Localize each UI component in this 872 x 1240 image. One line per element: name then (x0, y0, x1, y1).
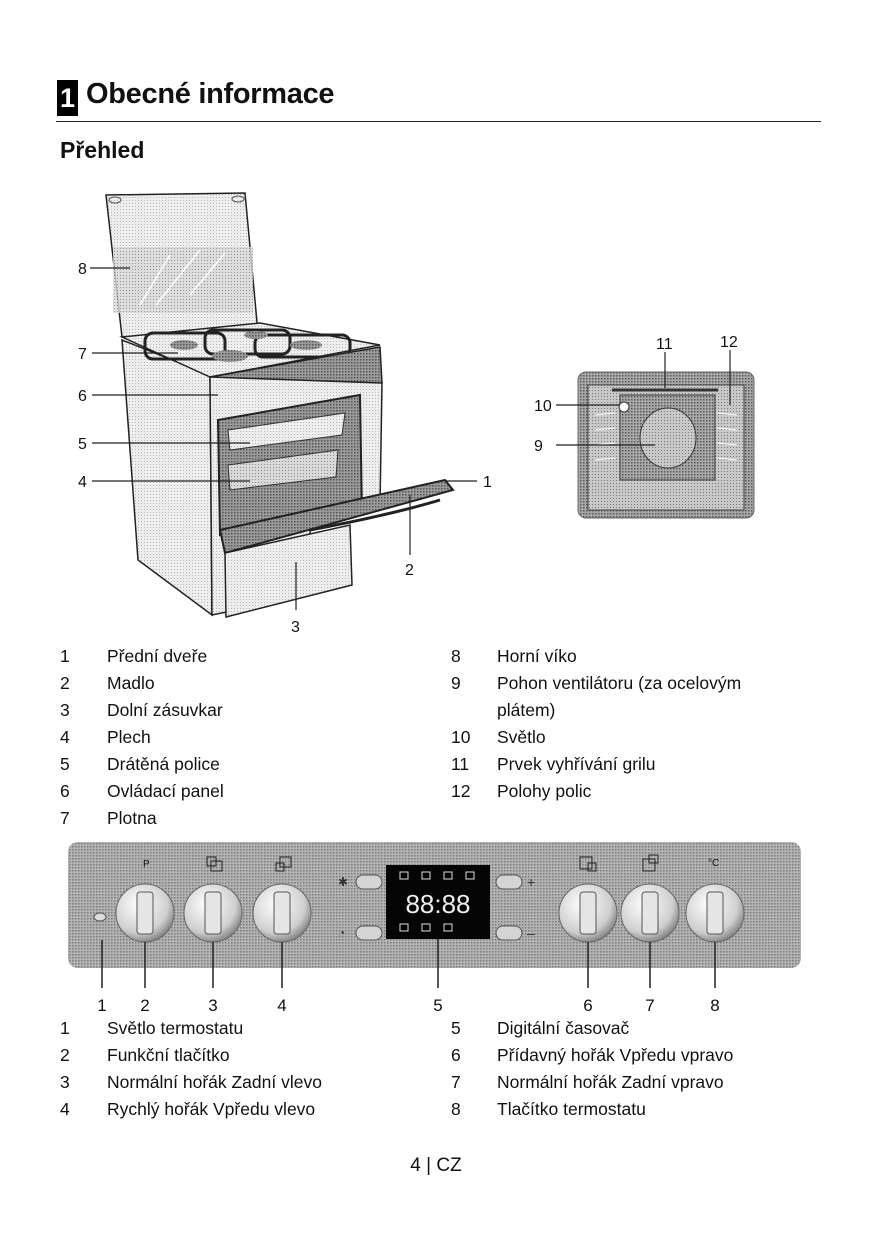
pan-supports (143, 328, 352, 361)
timer-plus-button[interactable] (495, 874, 523, 890)
display-mode-icons (399, 871, 475, 932)
thermostat-knob[interactable] (685, 883, 745, 943)
timer-mode-button[interactable] (355, 874, 383, 890)
rear-right-burner-icon (642, 854, 659, 872)
callout-12: 12 (720, 334, 738, 351)
section-title: Přehled (60, 137, 145, 163)
baking-tray (227, 449, 339, 491)
burner-knob-rear-left[interactable] (183, 883, 243, 943)
panel-callout-7: 7 (645, 996, 654, 1015)
fan-cover (639, 407, 697, 469)
oven-light (618, 401, 630, 413)
callout-3: 3 (291, 619, 300, 635)
burner-knob-rear-right[interactable] (620, 883, 680, 943)
callout-2: 2 (405, 562, 414, 579)
timer-display (386, 865, 490, 939)
timer-minus-button[interactable] (495, 925, 523, 941)
callout-1: 1 (483, 474, 492, 491)
oven-interior-illustration: 10 9 11 12 (534, 334, 755, 519)
lid-glass (113, 247, 253, 313)
callout-4: 4 (78, 474, 87, 491)
panel-callout-5: 5 (433, 996, 442, 1015)
thermostat-symbol: °C (708, 858, 719, 869)
burners (170, 331, 322, 362)
callout-5: 5 (78, 436, 87, 453)
function-symbol: P (143, 859, 150, 870)
door-handle (309, 498, 441, 532)
chapter-title: Obecné informace (86, 78, 335, 110)
minus-label: – (527, 925, 535, 941)
panel-callout-8: 8 (710, 996, 719, 1015)
alarm-icon: ✱ (338, 875, 348, 889)
control-panel-illustration: P ✱ ◔ 88:88 + – (68, 842, 801, 1015)
heading-divider (56, 121, 821, 122)
timer-clock-button[interactable] (355, 925, 383, 941)
front-left-burner-icon (275, 856, 292, 872)
callout-10: 10 (534, 398, 552, 415)
rear-left-burner-icon (206, 856, 223, 872)
panel-callout-2: 2 (140, 996, 149, 1015)
front-door (218, 478, 455, 555)
timer-digits: 88:88 (405, 889, 470, 919)
callout-9: 9 (534, 438, 543, 455)
burner-knob-front-left[interactable] (252, 883, 312, 943)
chapter-number: 1 (57, 80, 78, 116)
page-number: 4 | CZ (410, 1155, 462, 1176)
front-right-burner-icon (579, 856, 597, 872)
function-knob[interactable] (115, 883, 175, 943)
callout-8: 8 (78, 261, 87, 278)
burner-knob-front-right[interactable] (558, 883, 618, 943)
callout-7: 7 (78, 346, 87, 363)
panel-callout-4: 4 (277, 996, 286, 1015)
thermostat-light (93, 912, 107, 922)
callout-11: 11 (656, 336, 673, 353)
panel-callout-3: 3 (208, 996, 217, 1015)
oven-side (121, 338, 213, 617)
plus-label: + (527, 874, 535, 890)
oven-overview-illustration: 8 7 6 5 4 1 2 3 (78, 192, 492, 635)
panel-callout-6: 6 (583, 996, 592, 1015)
clock-icon: ◔ (338, 926, 345, 940)
callout-6: 6 (78, 388, 87, 405)
panel-callout-1: 1 (97, 996, 106, 1015)
bottom-drawer (224, 524, 353, 618)
